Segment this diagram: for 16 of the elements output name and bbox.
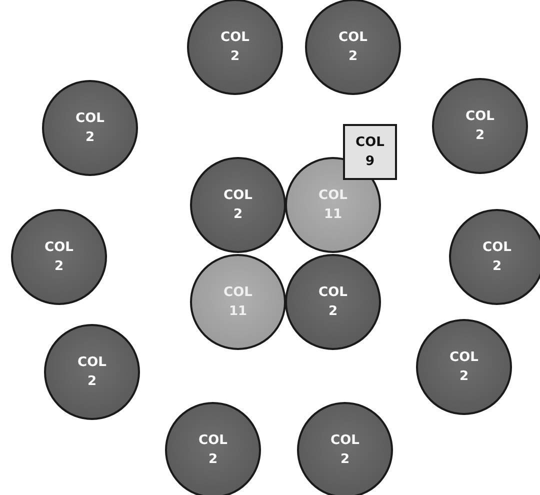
circle-label: COL 2 [464,108,496,145]
circle-label: COL 2 [220,29,250,66]
circle-label: COL 2 [222,187,254,224]
circle-label: COL 2 [448,349,480,386]
circle-label: COL 2 [318,284,348,321]
circle-label: COL 2 [330,432,360,469]
circle-label: COL 2 [198,432,228,469]
circle-label: COL 11 [222,284,254,321]
circle-label: COL 2 [338,29,368,66]
circle-label: COL 11 [318,187,348,224]
box-label: COL 9 [354,134,386,171]
circle-label: COL 2 [44,239,74,276]
circle-label: COL 2 [74,110,106,147]
circle-label: COL 2 [482,239,512,276]
label-box [343,124,397,180]
circle-label: COL 2 [76,354,108,391]
